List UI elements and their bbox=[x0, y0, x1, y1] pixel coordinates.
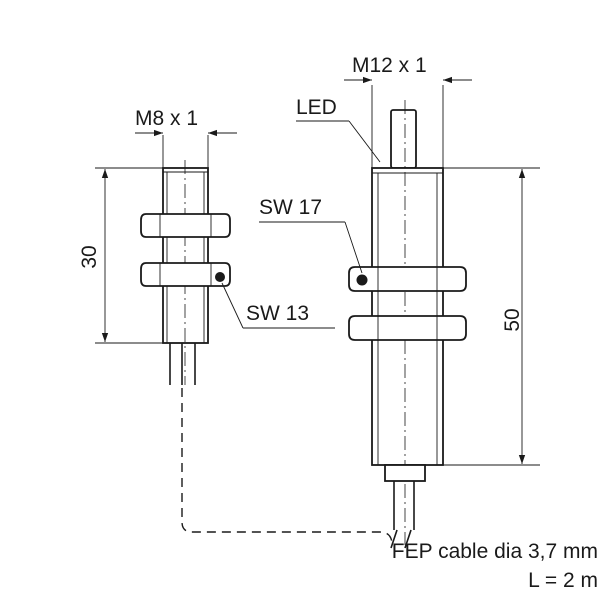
small-sensor-nut-upper bbox=[140, 213, 231, 238]
thread-small-label: M8 x 1 bbox=[135, 107, 198, 130]
dim-length-large: 50 bbox=[443, 167, 540, 466]
dim-thread-small: M8 x 1 bbox=[135, 107, 237, 168]
dim-small-label: 30 bbox=[78, 245, 101, 268]
large-sensor-cable-gland bbox=[384, 464, 426, 482]
large-sensor-nut-upper bbox=[348, 266, 467, 292]
small-sensor-nut-lower bbox=[140, 262, 231, 287]
large-sensor-led-dot bbox=[356, 274, 368, 286]
dim-thread-large: M12 x 1 bbox=[344, 54, 472, 168]
thread-large-label: M12 x 1 bbox=[352, 54, 427, 77]
dim-large-label: 50 bbox=[501, 308, 524, 331]
large-sensor-lens bbox=[390, 109, 417, 169]
small-sensor-body bbox=[162, 167, 209, 344]
small-sensor-led-dot bbox=[215, 272, 225, 282]
cable-spec-line1: FEP cable dia 3,7 mm bbox=[392, 540, 598, 563]
wrench-small-label: SW 13 bbox=[246, 302, 309, 325]
cable-spec-line2: L = 2 m bbox=[528, 569, 598, 592]
cable-path bbox=[181, 388, 393, 544]
wrench-small-callout: SW 13 bbox=[221, 282, 335, 329]
wrench-large-callout: SW 17 bbox=[259, 196, 363, 274]
led-label: LED bbox=[296, 96, 337, 119]
wrench-large-label: SW 17 bbox=[259, 196, 322, 219]
large-sensor bbox=[348, 100, 467, 549]
led-callout: LED bbox=[296, 96, 381, 163]
dim-length-small: 30 bbox=[78, 167, 163, 344]
small-sensor bbox=[140, 160, 231, 385]
large-sensor-nut-lower bbox=[348, 315, 467, 341]
